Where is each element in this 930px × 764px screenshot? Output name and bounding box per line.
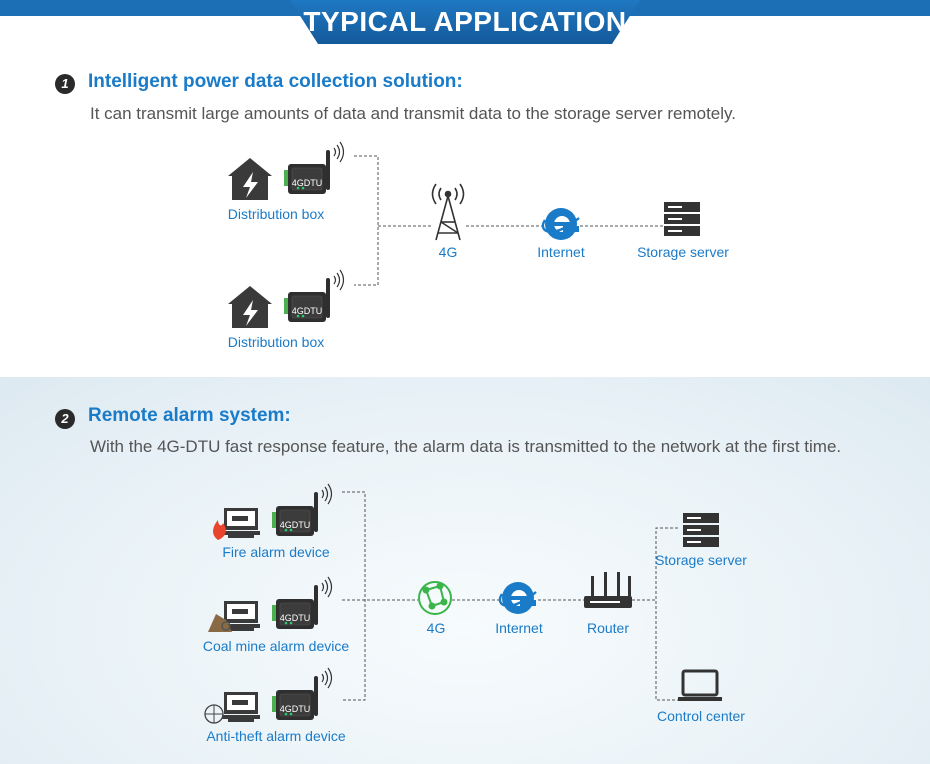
internet-icon (541, 206, 581, 242)
coal-mine-alarm-device-icon (208, 601, 260, 632)
page-title: TYPICAL APPLICATION (303, 6, 627, 37)
fire-alarm-device-icon (213, 508, 260, 540)
label-control-center: Control center (657, 708, 745, 724)
dtu-label: 4GDTU (280, 704, 311, 714)
label-4g-tower: 4G (438, 244, 458, 260)
section2-description: With the 4G-DTU fast response feature, t… (90, 437, 842, 456)
label-storage-server-2: Storage server (655, 552, 747, 568)
cell-tower-icon (431, 183, 465, 241)
header-banner (290, 0, 640, 44)
control-center-icon (678, 669, 722, 701)
section1-number-badge: 1 (55, 74, 75, 94)
dtu-fire-icon: 4GDTU (271, 483, 333, 537)
network-4g-icon (418, 581, 452, 615)
distribution-box-top-icon (228, 158, 272, 200)
section2-number-badge: 2 (55, 409, 75, 429)
anti-theft-alarm-device-icon (204, 692, 260, 724)
dtu-theft-icon: 4GDTU (271, 667, 333, 721)
section1-diagram: 4GDTU 4GDTU (228, 141, 700, 328)
storage-server-icon (664, 202, 700, 236)
label-4g-network: 4G (426, 620, 446, 636)
section2-diagram: 4GDTU 4GDTU 4GDTU (204, 483, 722, 724)
label-storage-server: Storage server (637, 244, 729, 260)
label-internet-2: Internet (495, 620, 543, 636)
distribution-box-bottom-icon (228, 286, 272, 328)
dtu-bottom-icon: 4GDTU (283, 269, 345, 323)
section2-background (0, 377, 930, 764)
section1-description: It can transmit large amounts of data an… (90, 104, 736, 123)
dtu-label: 4GDTU (280, 520, 311, 530)
label-internet: Internet (537, 244, 585, 260)
label-anti-theft-alarm-device: Anti-theft alarm device (206, 728, 346, 744)
dtu-top-icon: 4GDTU (283, 141, 345, 195)
router-icon (584, 572, 632, 608)
storage-server-icon (683, 513, 719, 547)
dtu-label: 4GDTU (292, 178, 323, 188)
label-router: Router (586, 620, 630, 636)
label-fire-alarm-device: Fire alarm device (222, 544, 330, 560)
label-distribution-box-top: Distribution box (227, 206, 325, 222)
dtu-label: 4GDTU (292, 306, 323, 316)
internet-icon (498, 580, 538, 616)
dtu-coal-icon: 4GDTU (271, 576, 333, 630)
section1-title: Intelligent power data collection soluti… (88, 71, 463, 92)
dtu-label: 4GDTU (280, 613, 311, 623)
section2-title: Remote alarm system: (88, 405, 291, 426)
label-distribution-box-bottom: Distribution box (227, 334, 325, 350)
label-coal-mine-alarm-device: Coal mine alarm device (202, 638, 350, 654)
